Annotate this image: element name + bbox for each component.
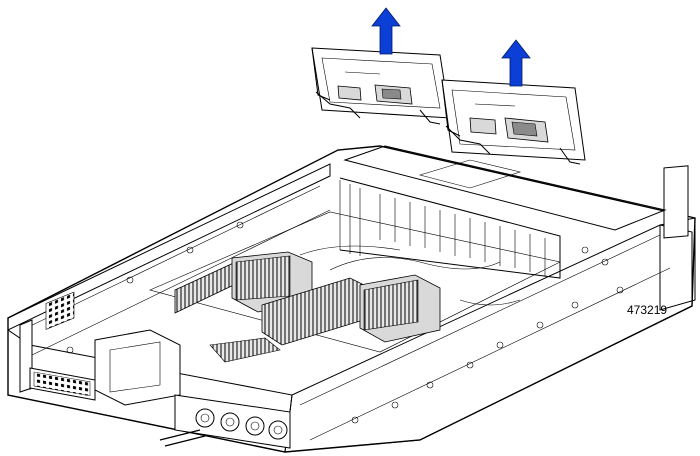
motherboard [149, 211, 561, 363]
riser-cage-left [311, 47, 451, 125]
cpu-heatsink-right [359, 274, 441, 343]
server-chassis [7, 145, 696, 453]
chassis-left-wall [7, 163, 331, 331]
riser-cage-right [441, 79, 586, 165]
drive-bay-walls [339, 177, 561, 279]
chassis-right-wall [284, 224, 693, 453]
mounting-holes [66, 221, 624, 424]
front-riser-assembly [19, 319, 291, 449]
figure-number: 473219 [627, 303, 668, 317]
front-io-vents [33, 371, 91, 397]
psu-modules [159, 394, 291, 449]
drive-cage-cover [343, 145, 667, 231]
chipset-heatsink [209, 337, 281, 363]
up-arrow-icon [371, 7, 401, 55]
up-arrow-icon [501, 39, 531, 87]
side-vent-grille [45, 291, 75, 330]
